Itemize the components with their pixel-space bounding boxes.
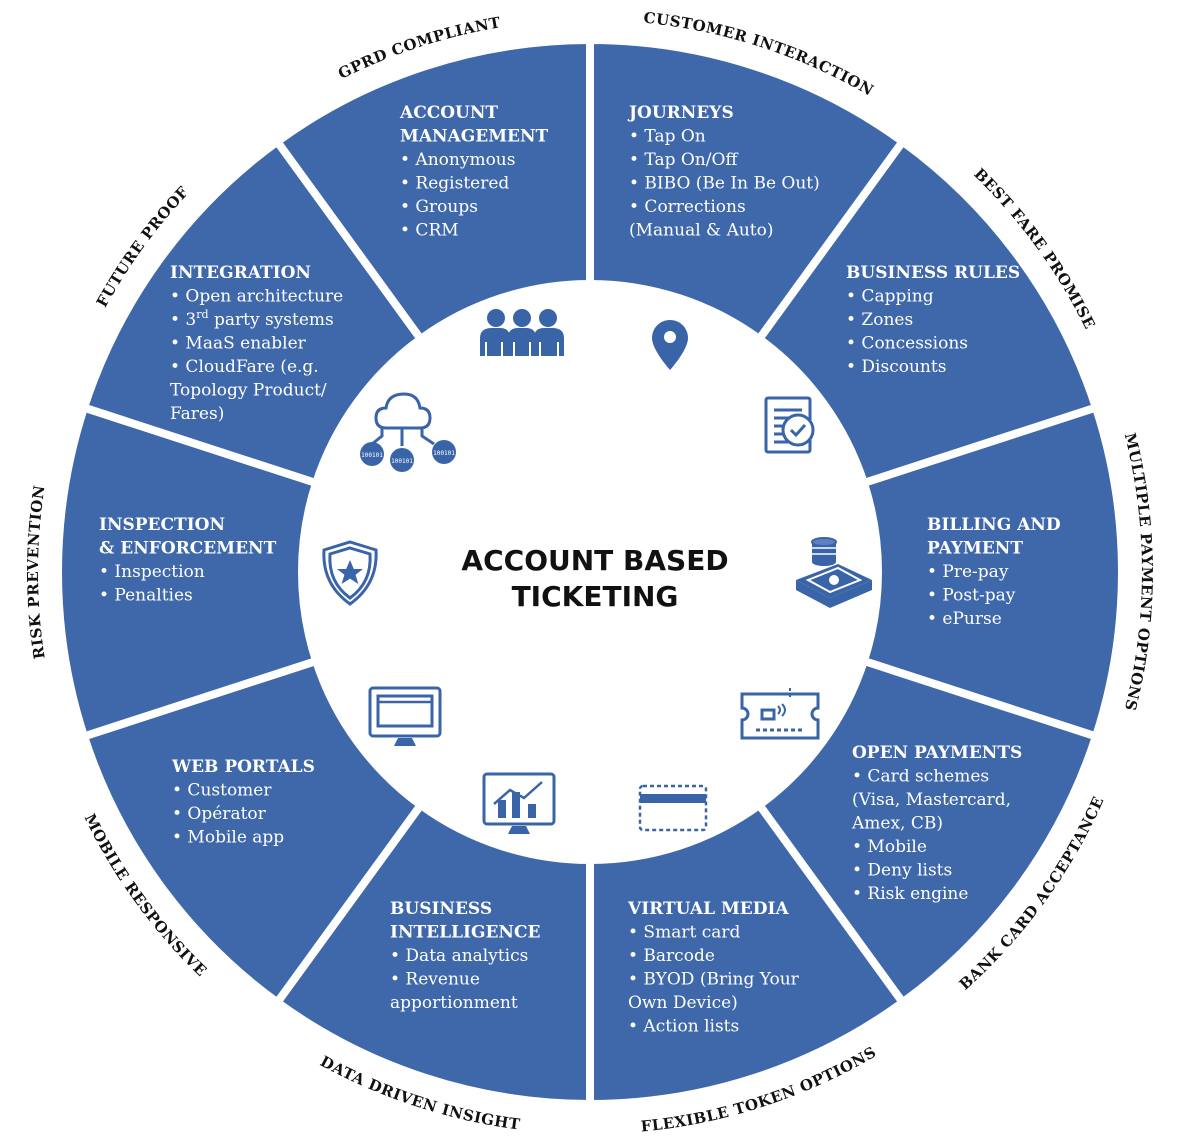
segment-title-business-intelligence: INTELLIGENCE	[390, 923, 541, 943]
outer-label-multiple-payment-options: MULTIPLE PAYMENT OPTIONS	[1121, 431, 1156, 713]
segment-item-journeys: • Tap On	[629, 127, 706, 147]
cloud-network-icon: 100101 100101 100101	[360, 392, 456, 472]
segment-text-inspection: INSPECTION & ENFORCEMENT • Inspection • Pen…	[99, 515, 277, 606]
segment-title-web-portals: WEB PORTALS	[171, 757, 315, 777]
analytics-monitor-icon	[482, 772, 556, 834]
ticket-card-icon	[740, 688, 820, 740]
segment-title-open-payments: OPEN PAYMENTS	[852, 743, 1022, 763]
center-title-line1: ACCOUNT BASED	[461, 544, 728, 577]
segment-title-inspection: INSPECTION	[99, 515, 225, 535]
segment-title-inspection: & ENFORCEMENT	[99, 539, 277, 559]
segment-title-virtual-media: VIRTUAL MEDIA	[627, 899, 789, 919]
binary-text-1: 100101	[361, 452, 383, 459]
segment-item-integration: • Open architecture	[170, 287, 343, 307]
segment-item-business-rules: • Discounts	[846, 357, 946, 377]
segment-item-account-management: • Registered	[400, 174, 509, 194]
segment-item-open-payments: Amex, CB)	[851, 814, 943, 834]
segment-item-billing: • Post-pay	[927, 586, 1016, 606]
segment-item-open-payments: • Card schemes	[852, 767, 989, 787]
segment-item-open-payments: (Visa, Mastercard,	[852, 790, 1011, 810]
binary-text-3: 100101	[433, 450, 455, 457]
location-pin-icon	[652, 320, 688, 370]
segment-item-open-payments: • Mobile	[852, 837, 927, 857]
segment-item-virtual-media: • Smart card	[628, 923, 740, 943]
money-coins-icon	[796, 537, 872, 608]
segment-item-business-rules: • Capping	[846, 287, 934, 307]
segment-item-business-rules: • Zones	[846, 310, 913, 330]
segment-item-billing: • Pre-pay	[927, 562, 1009, 582]
segment-item-open-payments: • Deny lists	[852, 861, 952, 881]
segment-item-business-intelligence: apportionment	[390, 993, 518, 1013]
police-badge-icon	[322, 540, 378, 606]
segment-title-billing: PAYMENT	[927, 539, 1023, 559]
segment-item-account-management: • CRM	[400, 221, 459, 241]
segment-item-business-intelligence: • Revenue	[390, 970, 480, 990]
segment-item-billing: • ePurse	[927, 609, 1002, 629]
segment-item-integration: Fares)	[170, 404, 224, 424]
segment-item-business-rules: • Concessions	[846, 334, 968, 354]
center-title-line2: TICKETING	[512, 580, 679, 613]
virtual-card-icon	[638, 784, 708, 832]
user-group-icon	[480, 309, 564, 356]
segment-text-journeys: JOURNEYS • Tap On • Tap On/Off • BIBO (Be I…	[627, 103, 820, 241]
segment-text-business-rules: BUSINESS RULES • Capping • Zones • Concessi…	[846, 263, 1020, 377]
binary-text-2: 100101	[391, 458, 413, 465]
segment-item-integration: • MaaS enabler	[170, 334, 307, 354]
segment-item-web-portals: • Customer	[172, 781, 272, 801]
segment-item-open-payments: • Risk engine	[852, 884, 968, 904]
segment-title-integration: INTEGRATION	[170, 263, 311, 283]
center-disc	[302, 284, 878, 860]
segment-item-business-intelligence: • Data analytics	[390, 946, 528, 966]
segment-title-journeys: JOURNEYS	[627, 103, 734, 123]
segment-item-inspection: • Inspection	[99, 562, 205, 582]
segments-layer: JOURNEYS • Tap On • Tap On/Off • BIBO (Be I…	[54, 35, 1126, 1109]
segment-title-business-rules: BUSINESS RULES	[846, 263, 1020, 283]
segment-item-integration: Topology Product/	[170, 381, 327, 401]
web-monitor-icon	[368, 686, 442, 746]
segment-title-account-management: MANAGEMENT	[400, 127, 549, 147]
segment-item-virtual-media: • Action lists	[628, 1017, 739, 1037]
segment-item-journeys: • BIBO (Be In Be Out)	[629, 174, 820, 194]
segment-text-integration: INTEGRATION • Open architecture• 3rd part…	[170, 263, 343, 424]
segment-item-journeys: • Tap On/Off	[629, 150, 739, 170]
segment-item-virtual-media: • BYOD (Bring Your	[628, 970, 800, 990]
segment-item-web-portals: • Mobile app	[172, 828, 284, 848]
segment-text-account-management: ACCOUNT MANAGEMENT • Anonymous • Registered…	[399, 103, 549, 241]
segment-title-account-management: ACCOUNT	[399, 103, 498, 123]
segment-item-web-portals: • Opérator	[172, 804, 267, 824]
segment-text-business-intelligence: BUSINESS INTELLIGENCE • Data analytics • Re…	[390, 899, 541, 1013]
segment-item-integration: • 3rd party systems	[170, 308, 334, 330]
segment-text-virtual-media: VIRTUAL MEDIA • Smart card • Barcode • BYOD…	[627, 899, 800, 1037]
outer-label-risk-prevention: RISK PREVENTION	[24, 484, 49, 661]
segment-item-inspection: • Penalties	[99, 586, 193, 606]
segment-item-journeys: • Corrections	[629, 197, 746, 217]
segment-title-business-intelligence: BUSINESS	[390, 899, 492, 919]
segment-text-billing: BILLING AND PAYMENT • Pre-pay • Post-pay • e…	[927, 515, 1061, 629]
segment-item-account-management: • Groups	[400, 197, 478, 217]
segment-item-virtual-media: Own Device)	[628, 993, 738, 1013]
segment-text-web-portals: WEB PORTALS • Customer • Opérator • Mobile …	[171, 757, 315, 848]
segment-title-billing: BILLING AND	[927, 515, 1061, 535]
segment-item-journeys: (Manual & Auto)	[629, 221, 774, 241]
segment-item-integration: • CloudFare (e.g.	[170, 357, 319, 377]
segment-item-account-management: • Anonymous	[400, 150, 515, 170]
checklist-document-icon	[764, 396, 815, 454]
segment-text-open-payments: OPEN PAYMENTS • Card schemes (Visa, Maste…	[851, 743, 1022, 904]
segment-item-virtual-media: • Barcode	[628, 946, 715, 966]
